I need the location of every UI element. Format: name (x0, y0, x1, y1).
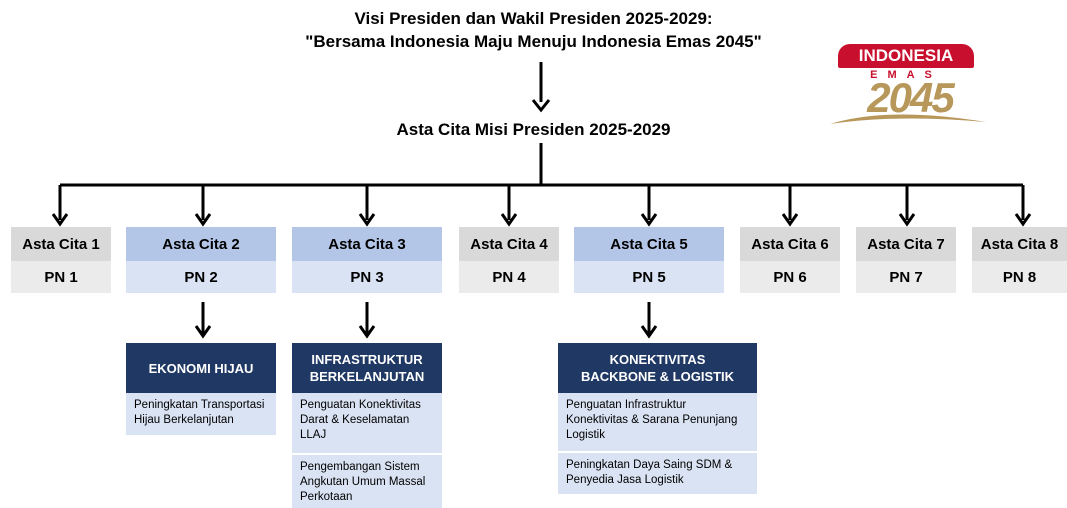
program-infrastruktur-header: INFRASTRUKTUR BERKELANJUTAN (292, 343, 442, 393)
pn-3-box: PN 3 (292, 261, 442, 293)
program-konektivitas-header: KONEKTIVITAS BACKBONE & LOGISTIK (558, 343, 757, 393)
asta-cita-1-header: Asta Cita 1 (11, 227, 111, 261)
program-title-line-2: BERKELANJUTAN (309, 369, 425, 384)
arrow-head (500, 213, 518, 227)
logo-year-text: 2045 (867, 74, 954, 121)
arrow-head (358, 325, 376, 339)
arrow-head (898, 213, 916, 227)
pn-7-box: PN 7 (856, 261, 956, 293)
arrow-head (1014, 213, 1032, 227)
program-title-line-2: BACKBONE & LOGISTIK (580, 369, 735, 384)
program-title-line-1: INFRASTRUKTUR (311, 352, 423, 367)
program-item: Penguatan Konektivitas Darat & Keselamat… (292, 393, 442, 453)
program-item: Pengembangan Sistem Angkutan Umum Massal… (292, 455, 442, 508)
arrow-head (51, 213, 69, 227)
pn-1-box: PN 1 (11, 261, 111, 293)
program-ekonomi-hijau-header: EKONOMI HIJAU (126, 343, 276, 393)
program-item: Peningkatan Daya Saing SDM & Penyedia Ja… (558, 453, 757, 494)
pn-5-box: PN 5 (574, 261, 724, 293)
arrow-head (640, 213, 658, 227)
program-title-line-1: KONEKTIVITAS (609, 352, 706, 367)
logo-middle-text: EMAS (870, 69, 942, 81)
misi-title: Asta Cita Misi Presiden 2025-2029 (396, 120, 671, 139)
asta-cita-4-header: Asta Cita 4 (459, 227, 559, 261)
indonesia-emas-2045-logo: INDONESIA EMAS 2045 (828, 44, 988, 128)
program-item: Penguatan Infrastruktur Konektivitas & S… (558, 393, 757, 451)
logo-top-text: INDONESIA (838, 44, 974, 68)
arrow-head (194, 325, 212, 339)
arrow-head (781, 213, 799, 227)
asta-cita-7-header: Asta Cita 7 (856, 227, 956, 261)
program-item: Peningkatan Transportasi Hijau Berkelanj… (126, 393, 276, 435)
program-title: EKONOMI HIJAU (148, 360, 254, 376)
visi-line-2: "Bersama Indonesia Maju Menuju Indonesia… (305, 32, 762, 51)
asta-cita-6-header: Asta Cita 6 (740, 227, 840, 261)
asta-cita-2-header: Asta Cita 2 (126, 227, 276, 261)
pn-4-box: PN 4 (459, 261, 559, 293)
logo-swoosh (830, 114, 986, 124)
arrow-head (640, 325, 658, 339)
asta-cita-8-header: Asta Cita 8 (972, 227, 1067, 261)
pn-2-box: PN 2 (126, 261, 276, 293)
arrow-head (358, 213, 376, 227)
pn-6-box: PN 6 (740, 261, 840, 293)
arrow-head (194, 213, 212, 227)
pn-8-box: PN 8 (972, 261, 1067, 293)
asta-cita-5-header: Asta Cita 5 (574, 227, 724, 261)
asta-cita-3-header: Asta Cita 3 (292, 227, 442, 261)
visi-line-1: Visi Presiden dan Wakil Presiden 2025-20… (354, 9, 713, 28)
